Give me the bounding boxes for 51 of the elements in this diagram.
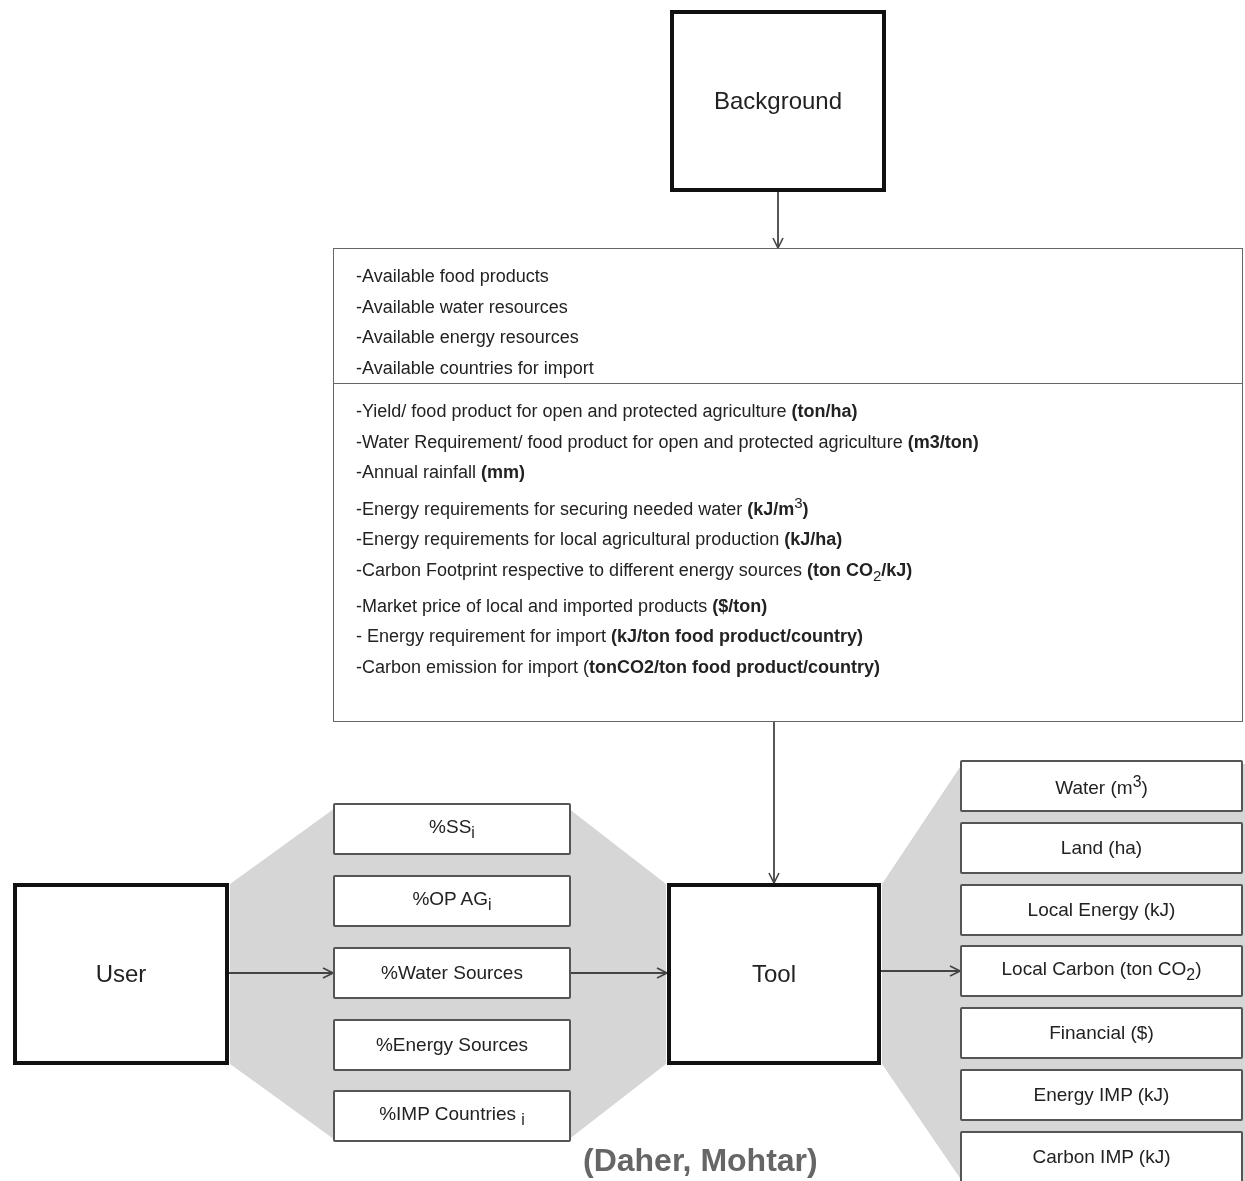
citation-text: (Daher, Mohtar) — [583, 1142, 818, 1179]
box-label: Carbon IMP (kJ) — [1032, 1146, 1171, 1168]
box-label: %IMP Countries $_{i}$ — [379, 1103, 525, 1129]
input-box — [333, 947, 571, 999]
arrow — [772, 191, 784, 249]
input-box — [333, 803, 571, 855]
input-box — [333, 1090, 571, 1142]
box-label: %Energy Sources — [375, 1034, 529, 1056]
box-label: Background — [713, 87, 843, 115]
input-box — [333, 1019, 571, 1071]
arrow — [768, 721, 780, 884]
box-label: Water (m$^{3}$) — [1055, 772, 1148, 800]
list-item: -Available water resources — [356, 295, 568, 319]
data-box — [333, 248, 1243, 384]
output-box — [960, 760, 1243, 812]
box-label: Tool — [752, 960, 796, 988]
list-item: - Energy requirement for import (kJ/ton food product/country) — [356, 625, 864, 649]
output-box — [960, 822, 1243, 874]
output-box — [960, 1131, 1243, 1181]
process-box — [670, 10, 886, 192]
list-item: -Available countries for import — [356, 356, 594, 380]
box-label: Energy IMP (kJ) — [1033, 1084, 1170, 1106]
arrow — [570, 967, 668, 979]
data-box — [333, 383, 1243, 722]
process-box — [667, 883, 881, 1065]
list-item: -Available food products — [356, 265, 549, 288]
list-item: -Market price of local and imported products ($/ton) — [356, 594, 768, 618]
box-label: User — [95, 960, 147, 988]
output-box — [960, 1069, 1243, 1121]
output-box — [960, 945, 1243, 997]
list-item: -Water Requirement/ food product for open and protected agriculture (m3/ton) — [356, 430, 979, 454]
box-label: Land (ha) — [1060, 837, 1143, 859]
process-box — [13, 883, 229, 1065]
list-item: -Energy requirements for securing needed water (kJ/m$^{3}$) — [356, 492, 809, 521]
list-item: -Carbon Footprint respective to different energy sources (ton CO$_{2}$/kJ) — [356, 558, 913, 586]
box-label: Local Carbon (ton CO$_{2}$) — [1001, 958, 1202, 984]
box-label: %SS$_{i}$ — [429, 816, 475, 842]
list-item: -Energy requirements for local agricultural production (kJ/ha) — [356, 528, 843, 551]
box-label: %OP AG$_{i}$ — [412, 888, 492, 914]
output-box — [960, 884, 1243, 936]
list-item: -Yield/ food product for open and protected agriculture (ton/ha) — [356, 400, 858, 423]
box-label: Local Energy (kJ) — [1027, 899, 1176, 921]
arrow — [880, 965, 961, 977]
list-item: -Annual rainfall (mm) — [356, 461, 526, 484]
arrow — [228, 967, 334, 979]
input-box — [333, 875, 571, 927]
output-box — [960, 1007, 1243, 1059]
box-label: %Water Sources — [381, 962, 523, 984]
box-label: Financial ($) — [1049, 1022, 1154, 1044]
list-item: -Available energy resources — [356, 326, 579, 349]
list-item: -Carbon emission for import (tonCO2/ton food product/country) — [356, 655, 881, 679]
